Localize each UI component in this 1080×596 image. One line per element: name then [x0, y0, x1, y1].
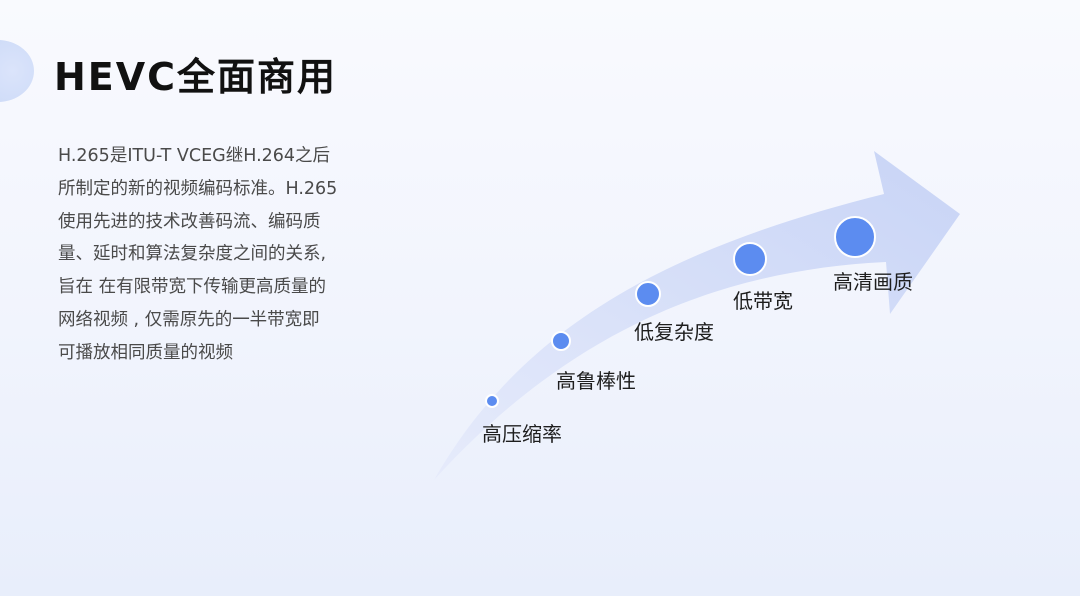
description-text: H.265是ITU-T VCEG继H.264之后 所制定的新的视频编码标准。H.… — [58, 140, 354, 370]
stage-dots — [485, 216, 876, 408]
stage-label-high-compression: 高压缩率 — [482, 422, 562, 446]
curved-arrow-shape — [434, 151, 960, 480]
dot-hd-quality — [834, 216, 876, 258]
description-line: 可播放相同质量的视频 — [58, 342, 233, 363]
description-line: 所制定的新的视频编码标准。H.265 — [58, 178, 338, 199]
description-line: H.265是ITU-T VCEG继H.264之后 — [58, 146, 331, 166]
stage-label-hd-quality: 高清画质 — [833, 270, 913, 294]
dot-low-bandwidth — [733, 242, 767, 276]
dot-high-robustness — [551, 331, 571, 351]
stage-label-high-robustness: 高鲁棒性 — [556, 369, 636, 393]
description-line: 旨在 在有限带宽下传输更高质量的 — [58, 277, 327, 298]
page-title: HEVC全面商用 — [54, 55, 338, 99]
description-line: 量、延时和算法复杂度之间的关系, — [58, 244, 327, 265]
stage-label-low-bandwidth: 低带宽 — [733, 289, 793, 313]
description-line: 网络视频 , 仅需原先的一半带宽即 — [58, 309, 320, 330]
dot-low-complexity — [635, 281, 661, 307]
stage-label-low-complexity: 低复杂度 — [634, 320, 714, 344]
description-line: 使用先进的技术改善码流、编码质 — [58, 211, 321, 232]
dot-high-compression — [485, 394, 499, 408]
